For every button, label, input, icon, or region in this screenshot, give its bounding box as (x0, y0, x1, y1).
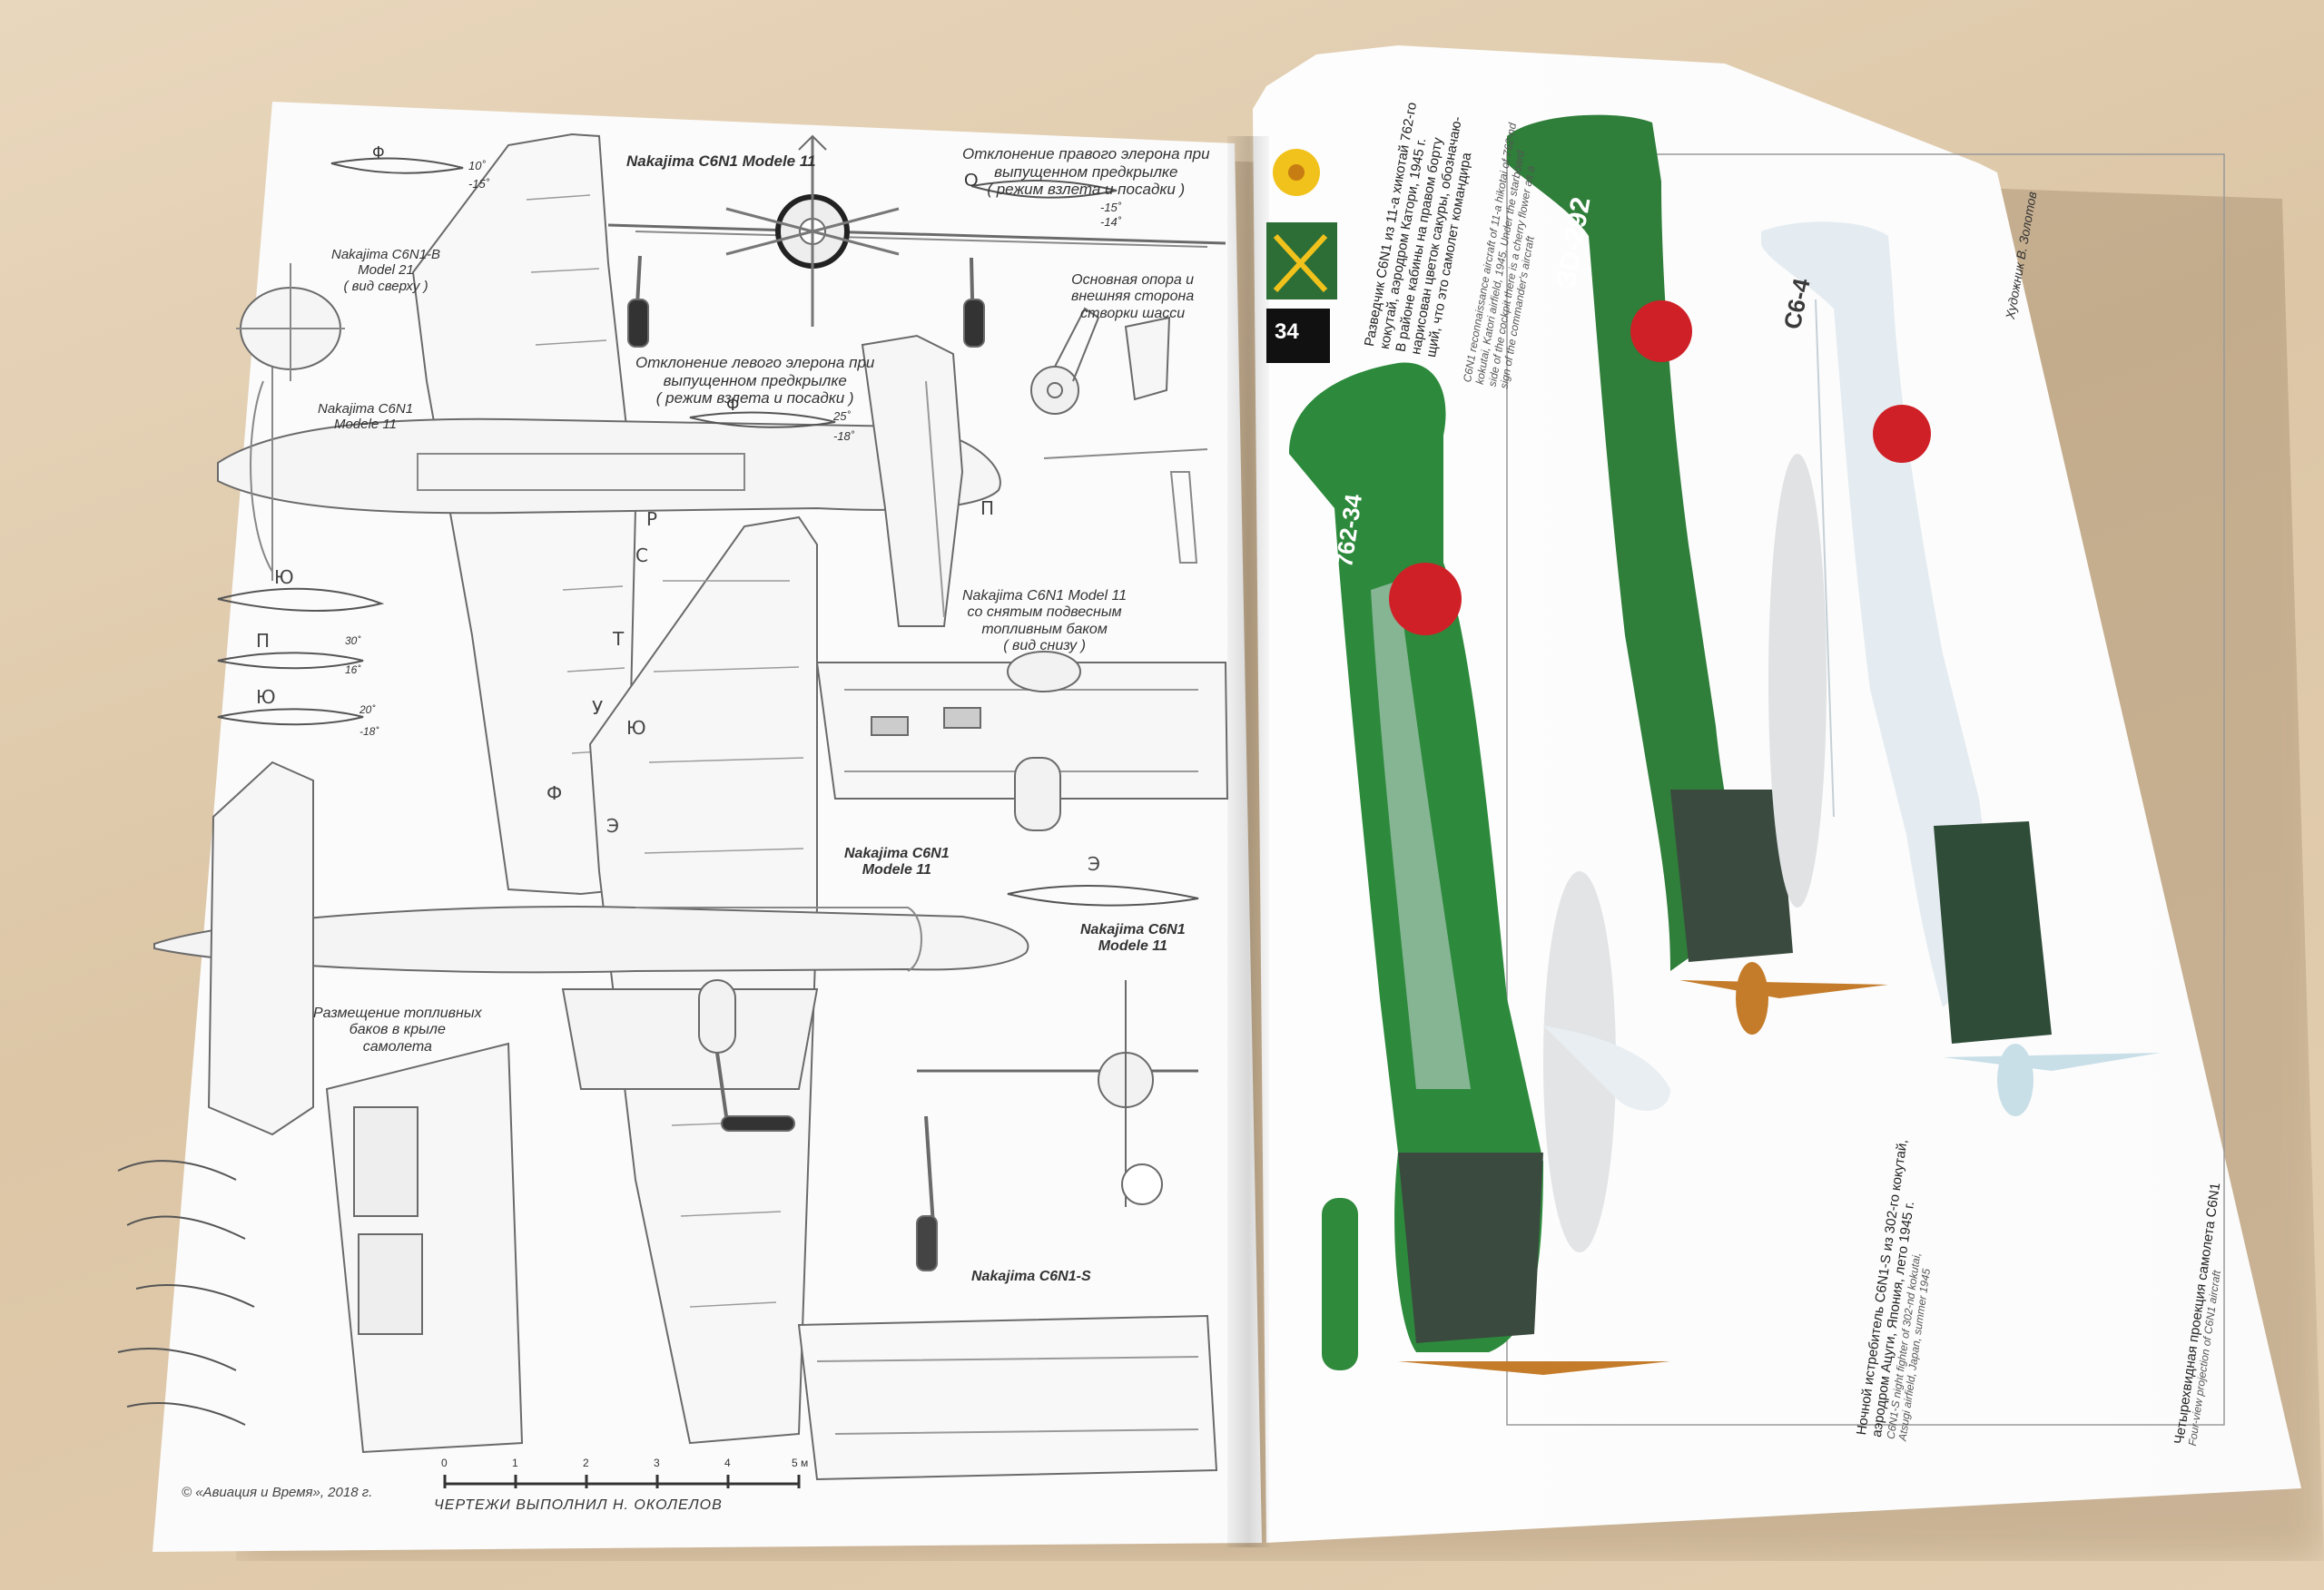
front-view-aircraft (607, 134, 1226, 348)
scale-1: 1 (512, 1457, 518, 1469)
fuel-tanks-line3: самолета (362, 1038, 432, 1055)
aileron-right-caption: Отклонение правого элерона при выпущенно… (962, 145, 1210, 199)
aileron-right-line3: ( режим взлета и посадки ) (987, 181, 1186, 199)
aileron-right-angle-up: -15˚ (1100, 201, 1122, 214)
scale-5: 5 м (792, 1457, 809, 1469)
profile-frame (1506, 153, 2225, 1426)
scale-4: 4 (724, 1457, 731, 1469)
title-model11-top: Nakajima C6N1 Modele 11 (626, 152, 816, 170)
section-mark-yu: Ю (626, 717, 646, 739)
angle-misc-4: -18˚ (359, 725, 379, 738)
aileron-left-caption: Отклонение левого элерона при выпущенном… (635, 354, 874, 407)
section-mark-e-right: Э (1088, 853, 1100, 875)
gear-detail (1030, 307, 1208, 564)
gear-note-caption: Основная опора и внешняя сторона створки… (1071, 272, 1194, 322)
section-mark-r: Р (646, 508, 658, 530)
top-section-angle-down: -15˚ (468, 177, 490, 191)
bottom-view-caption: Nakajima C6N1 Model 11 со снятым подвесн… (962, 588, 1127, 655)
section-mark-yu-left: Ю (274, 566, 294, 588)
section-mark-p: П (980, 497, 995, 519)
gear-note-line2: внешняя сторона (1071, 289, 1195, 305)
front-label-line2: Modele 11 (1098, 938, 1167, 955)
side-view-bottom (797, 1314, 1218, 1481)
scale-bar (443, 1475, 801, 1488)
plane-1-profile (1289, 362, 1670, 1375)
aileron-right-mark: О (964, 171, 979, 191)
aileron-left-line3: ( режим взлета и посадки ) (655, 389, 854, 407)
aileron-right-angle-down: -14˚ (1100, 215, 1122, 229)
fuel-tanks-line2: баков в крыле (349, 1022, 446, 1038)
section-mark-u: У (592, 697, 604, 719)
angle-misc-1: 30˚ (345, 634, 361, 647)
gear-note-line3: створки шасси (1080, 305, 1186, 321)
underside-view (815, 651, 1229, 831)
section-mark-s: С (635, 545, 648, 566)
section-mark-t: Т (613, 628, 625, 650)
front-view-small (916, 980, 1198, 1271)
model21-line3: ( вид сверху ) (343, 278, 428, 294)
section-mark-f: Ф (547, 782, 563, 804)
top-section-angle-up: 10˚ (468, 159, 486, 172)
section-mark-e: Э (606, 815, 619, 837)
badge-number: 34 (1275, 319, 1299, 344)
model11-side-line1: Nakajima C6N1 (318, 401, 414, 417)
bottom-view-line3: топливным баком (981, 621, 1108, 637)
section-mark-yu-left2: Ю (256, 686, 276, 708)
angle-misc-3: 20˚ (359, 703, 376, 716)
fuel-tank-wing (325, 1042, 524, 1454)
plan-label-line2: Modele 11 (862, 862, 931, 878)
bottom-view-line2: со снятым подвесным (967, 604, 1122, 621)
aileron-left-line1: Отклонение левого элерона при (635, 354, 875, 371)
bottom-view-line1: Nakajima C6N1 Model 11 (962, 588, 1128, 604)
plan-label-caption: Nakajima C6N1 Modele 11 (844, 846, 950, 879)
bottom-view-line4: ( вид снизу ) (1003, 638, 1086, 654)
drawings-credit: ЧЕРТЕЖИ ВЫПОЛНИЛ Н. ОКОЛЕЛОВ (434, 1497, 723, 1513)
aileron-right-line1: Отклонение правого элерона при (962, 145, 1210, 162)
model21-line2: Model 21 (358, 262, 414, 279)
variant-s-label: Nakajima C6N1-S (971, 1269, 1091, 1284)
aileron-left-line2: выпущенном предкрылке (663, 371, 847, 389)
scale-0: 0 (441, 1457, 448, 1469)
airfoil-sections (117, 157, 1199, 1426)
aileron-left-angle-up: 25˚ (833, 409, 851, 423)
model11-side-line2: Modele 11 (334, 417, 397, 433)
gear-note-line1: Основная опора и (1071, 272, 1195, 288)
section-mark-p-left: П (256, 630, 271, 652)
top-section-mark: Ф (372, 143, 385, 162)
front-label-line1: Nakajima C6N1 (1080, 922, 1186, 937)
front-label-caption: Nakajima C6N1 Modele 11 (1080, 922, 1186, 956)
model21-line1: Nakajima C6N1-B (331, 247, 441, 262)
copyright: © «Авиация и Время», 2018 г. (182, 1485, 373, 1500)
scale-2: 2 (583, 1457, 589, 1469)
fuel-tanks-line1: Размещение топливных (313, 1006, 482, 1021)
plane-2-profile (1507, 114, 1888, 1035)
aileron-left-angle-down: -18˚ (833, 429, 855, 443)
page-gutter (1227, 136, 1269, 1547)
angle-misc-2: 16˚ (345, 663, 361, 676)
plan-view-aircraft (153, 515, 1029, 1445)
fuel-tanks-caption: Размещение топливных баков в крыле самол… (313, 1006, 482, 1055)
aileron-left-mark: Ф (726, 396, 740, 415)
plan-label-line1: Nakajima C6N1 (844, 846, 950, 861)
emblems (1266, 149, 1337, 363)
model21-caption: Nakajima C6N1-B Model 21 ( вид сверху ) (331, 247, 440, 294)
model11-side-caption: Nakajima C6N1 Modele 11 (318, 401, 413, 433)
scale-3: 3 (654, 1457, 660, 1469)
aileron-right-line2: выпущенном предкрылке (994, 162, 1178, 181)
plane-3-profile (1761, 221, 2161, 1116)
